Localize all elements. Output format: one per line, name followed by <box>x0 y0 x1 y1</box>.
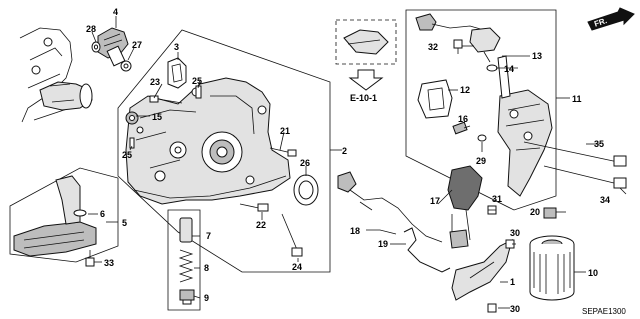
oil-pump-frame <box>117 29 331 273</box>
bolt-23 <box>149 95 183 104</box>
callout-26: 26 <box>300 158 310 168</box>
o-ring-14 <box>486 64 498 72</box>
callout-9: 9 <box>204 293 209 303</box>
callout-30-lower: 30 <box>510 304 520 314</box>
callout-21: 21 <box>280 126 290 136</box>
callout-29: 29 <box>476 156 486 166</box>
bolt-35 <box>523 141 627 167</box>
callout-28: 28 <box>86 24 96 34</box>
o-ring-3 <box>167 57 187 89</box>
relief-valve-frame <box>167 209 201 311</box>
o-ring-6 <box>73 209 87 217</box>
bolt-30-lower <box>487 303 497 313</box>
front-marker-label: FR. <box>593 16 608 29</box>
leader-lines <box>88 16 627 309</box>
callout-4: 4 <box>113 7 118 17</box>
callout-15: 15 <box>152 112 162 122</box>
stud-bolt-21 <box>269 147 297 157</box>
relief-valve-plug-15 <box>125 111 139 125</box>
callout-19: 19 <box>378 239 388 249</box>
relief-spring-8 <box>178 249 194 283</box>
relief-valve-7 <box>179 217 193 243</box>
callout-35: 35 <box>594 139 604 149</box>
engine-block-fragment <box>19 27 93 123</box>
callout-6: 6 <box>100 209 105 219</box>
reference-box <box>335 19 397 91</box>
dowel-pin-25-lower <box>129 137 135 149</box>
stud-bolt-22 <box>239 203 269 212</box>
sensor-harness-13 <box>415 13 501 63</box>
callout-12: 12 <box>460 85 470 95</box>
oil-pump-body <box>125 77 291 205</box>
washer-27 <box>120 60 132 72</box>
callout-27: 27 <box>132 40 142 50</box>
baffle-plate-1 <box>451 239 513 301</box>
sensor-assembly-17 <box>447 165 483 249</box>
callout-20: 20 <box>530 207 540 217</box>
reference-label: E-10-1 <box>350 93 377 103</box>
callout-11: 11 <box>572 94 582 104</box>
callout-2: 2 <box>342 146 347 156</box>
callout-labels: 1 2 3 4 5 6 7 8 9 10 11 12 13 14 15 16 1… <box>86 7 626 316</box>
bolt-24 <box>281 213 303 257</box>
callout-7: 7 <box>206 231 211 241</box>
callout-5: 5 <box>122 218 127 228</box>
callout-1: 1 <box>510 277 515 287</box>
callout-16: 16 <box>458 114 468 124</box>
callout-32: 32 <box>428 42 438 52</box>
callout-33: 33 <box>104 258 114 268</box>
washer-29 <box>477 134 487 142</box>
oil-filter-10 <box>529 235 575 301</box>
callout-30-upper: 30 <box>510 228 520 238</box>
harness-18 <box>337 171 443 243</box>
bracket-19 <box>403 227 451 273</box>
strainer-frame <box>9 167 119 263</box>
seal-26 <box>293 174 319 206</box>
callout-24: 24 <box>292 262 302 272</box>
diagram-code: SEPAE1300 <box>582 307 626 316</box>
callout-3: 3 <box>174 42 179 52</box>
filter-20 <box>543 207 557 219</box>
dowel-pin-25-upper <box>195 85 202 99</box>
callout-34: 34 <box>600 195 610 205</box>
gasket-12 <box>417 79 453 119</box>
callout-23: 23 <box>150 77 160 87</box>
oil-pressure-switch <box>97 27 129 67</box>
sealing-bolt-9 <box>179 289 195 305</box>
callout-25-lower: 25 <box>122 150 132 160</box>
washer-28 <box>91 41 101 53</box>
callout-13: 13 <box>532 51 542 61</box>
callout-8: 8 <box>204 263 209 273</box>
spool-valve-frame <box>405 9 557 211</box>
filter-16 <box>452 121 468 135</box>
bolt-33 <box>85 250 95 267</box>
callout-17: 17 <box>430 196 440 206</box>
spool-valve-body-11 <box>497 55 553 197</box>
callout-22: 22 <box>256 220 266 230</box>
front-direction-marker <box>587 7 635 31</box>
callout-31: 31 <box>492 194 502 204</box>
bolt-32 <box>453 39 463 54</box>
oil-strainer <box>13 175 97 257</box>
callout-18: 18 <box>350 226 360 236</box>
callout-14: 14 <box>504 64 514 74</box>
callout-10: 10 <box>588 268 598 278</box>
callout-25-upper: 25 <box>192 76 202 86</box>
